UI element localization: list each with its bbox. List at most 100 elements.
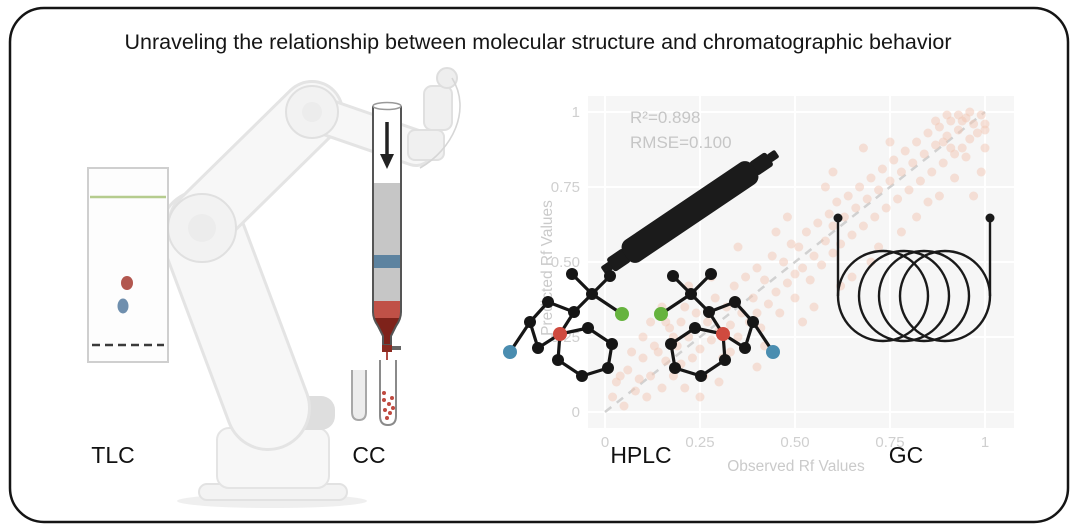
scatter-point [714,377,724,387]
scatter-point [828,248,838,258]
scatter-point [881,203,891,213]
scatter-point [896,227,906,237]
scatter-point [900,146,910,156]
scatter-point [855,182,865,192]
scatter-point [953,110,963,120]
scatter-point [725,320,735,330]
scatter-point [969,119,979,129]
scatter-point [820,182,830,192]
scatter-point [805,275,815,285]
cc-stopcock-handle [392,346,401,350]
teal-atom [503,345,517,359]
scatter-point [779,257,789,267]
scatter-point [729,281,739,291]
scatter-point [851,203,861,213]
plot-annotation-rmse: RMSE=0.100 [630,133,732,152]
scatter-point [980,119,990,129]
scatter-point [775,308,785,318]
cc-column [351,101,402,427]
y-tick-label: 0 [572,404,580,421]
scatter-point [798,317,808,327]
scatter-point [638,353,648,363]
scatter-point [771,227,781,237]
scatter-point [858,221,868,231]
scatter-point [752,308,762,318]
x-tick-label: 0 [601,434,609,451]
gc-outlet-dot [985,213,995,223]
scatter-point [976,110,986,120]
scatter-point [946,116,956,126]
label-hplc: HPLC [610,442,671,468]
scatter-point [946,143,956,153]
scatter-point [976,167,986,177]
scatter-point [733,242,743,252]
molecule-left [503,268,629,382]
robot-arm [159,67,461,508]
red-atom [553,327,567,341]
scatter-point [874,242,884,252]
scatter-point [703,317,713,327]
scatter-point [657,383,667,393]
scatter-point [608,392,618,402]
robot-gripper-camera [436,67,458,89]
x-tick-label: 0.50 [780,434,809,451]
scatter-point [980,143,990,153]
scatter-point [953,125,963,135]
cc-blue-band [373,255,401,268]
x-tick-label: 1 [981,434,989,451]
scatter-point [866,173,876,183]
figure-title: Unraveling the relationship between mole… [124,30,951,54]
robot-lower-arm [162,192,308,448]
scatter-point [695,344,705,354]
scatter-point [680,383,690,393]
scatter-point [725,347,735,357]
green-atom [654,307,668,321]
scatter-point [938,137,948,147]
scatter-point [661,356,671,366]
scatter-point [813,218,823,228]
scatter-point [942,131,952,141]
scatter-point [634,374,644,384]
scatter-point [748,293,758,303]
y-tick-label: 0.75 [551,179,580,196]
scatter-point [961,113,971,123]
scatter-point [972,128,982,138]
robot-wrist [407,129,445,161]
scatter-point [809,302,819,312]
teal-atom [766,345,780,359]
scatter-point [843,191,853,201]
flow-arrow-head [380,154,394,169]
gc-coil [833,213,995,343]
scatter-point [942,110,952,120]
molecule-atoms [503,268,629,382]
x-tick-label: 0.75 [875,434,904,451]
scatter-point [885,137,895,147]
scatter-point [695,392,705,402]
scatter-point [847,230,857,240]
scatter-point [649,341,659,351]
scatter-point [710,293,720,303]
scatter-point [752,362,762,372]
scatter-point [665,323,675,333]
scatter-point [763,299,773,309]
scatter-point [615,371,625,381]
scatter-point [923,197,933,207]
plot-annotation-r2: R²=0.898 [630,108,700,127]
x-tick-label: 0.25 [685,434,714,451]
scatter-point [638,332,648,342]
y-axis-label: Predicted Rf Values [539,200,556,336]
scatter-point [782,212,792,222]
scatter-point [957,143,967,153]
robot-elbow-joint-hub [188,214,216,242]
scatter-point [767,251,777,261]
scatter-point [885,176,895,186]
molecule-right [654,268,780,382]
scatter-point [950,173,960,183]
cc-red-band [373,301,401,318]
cc-stopcock [382,345,392,352]
scatter-point [927,167,937,177]
scatter-point [874,185,884,195]
